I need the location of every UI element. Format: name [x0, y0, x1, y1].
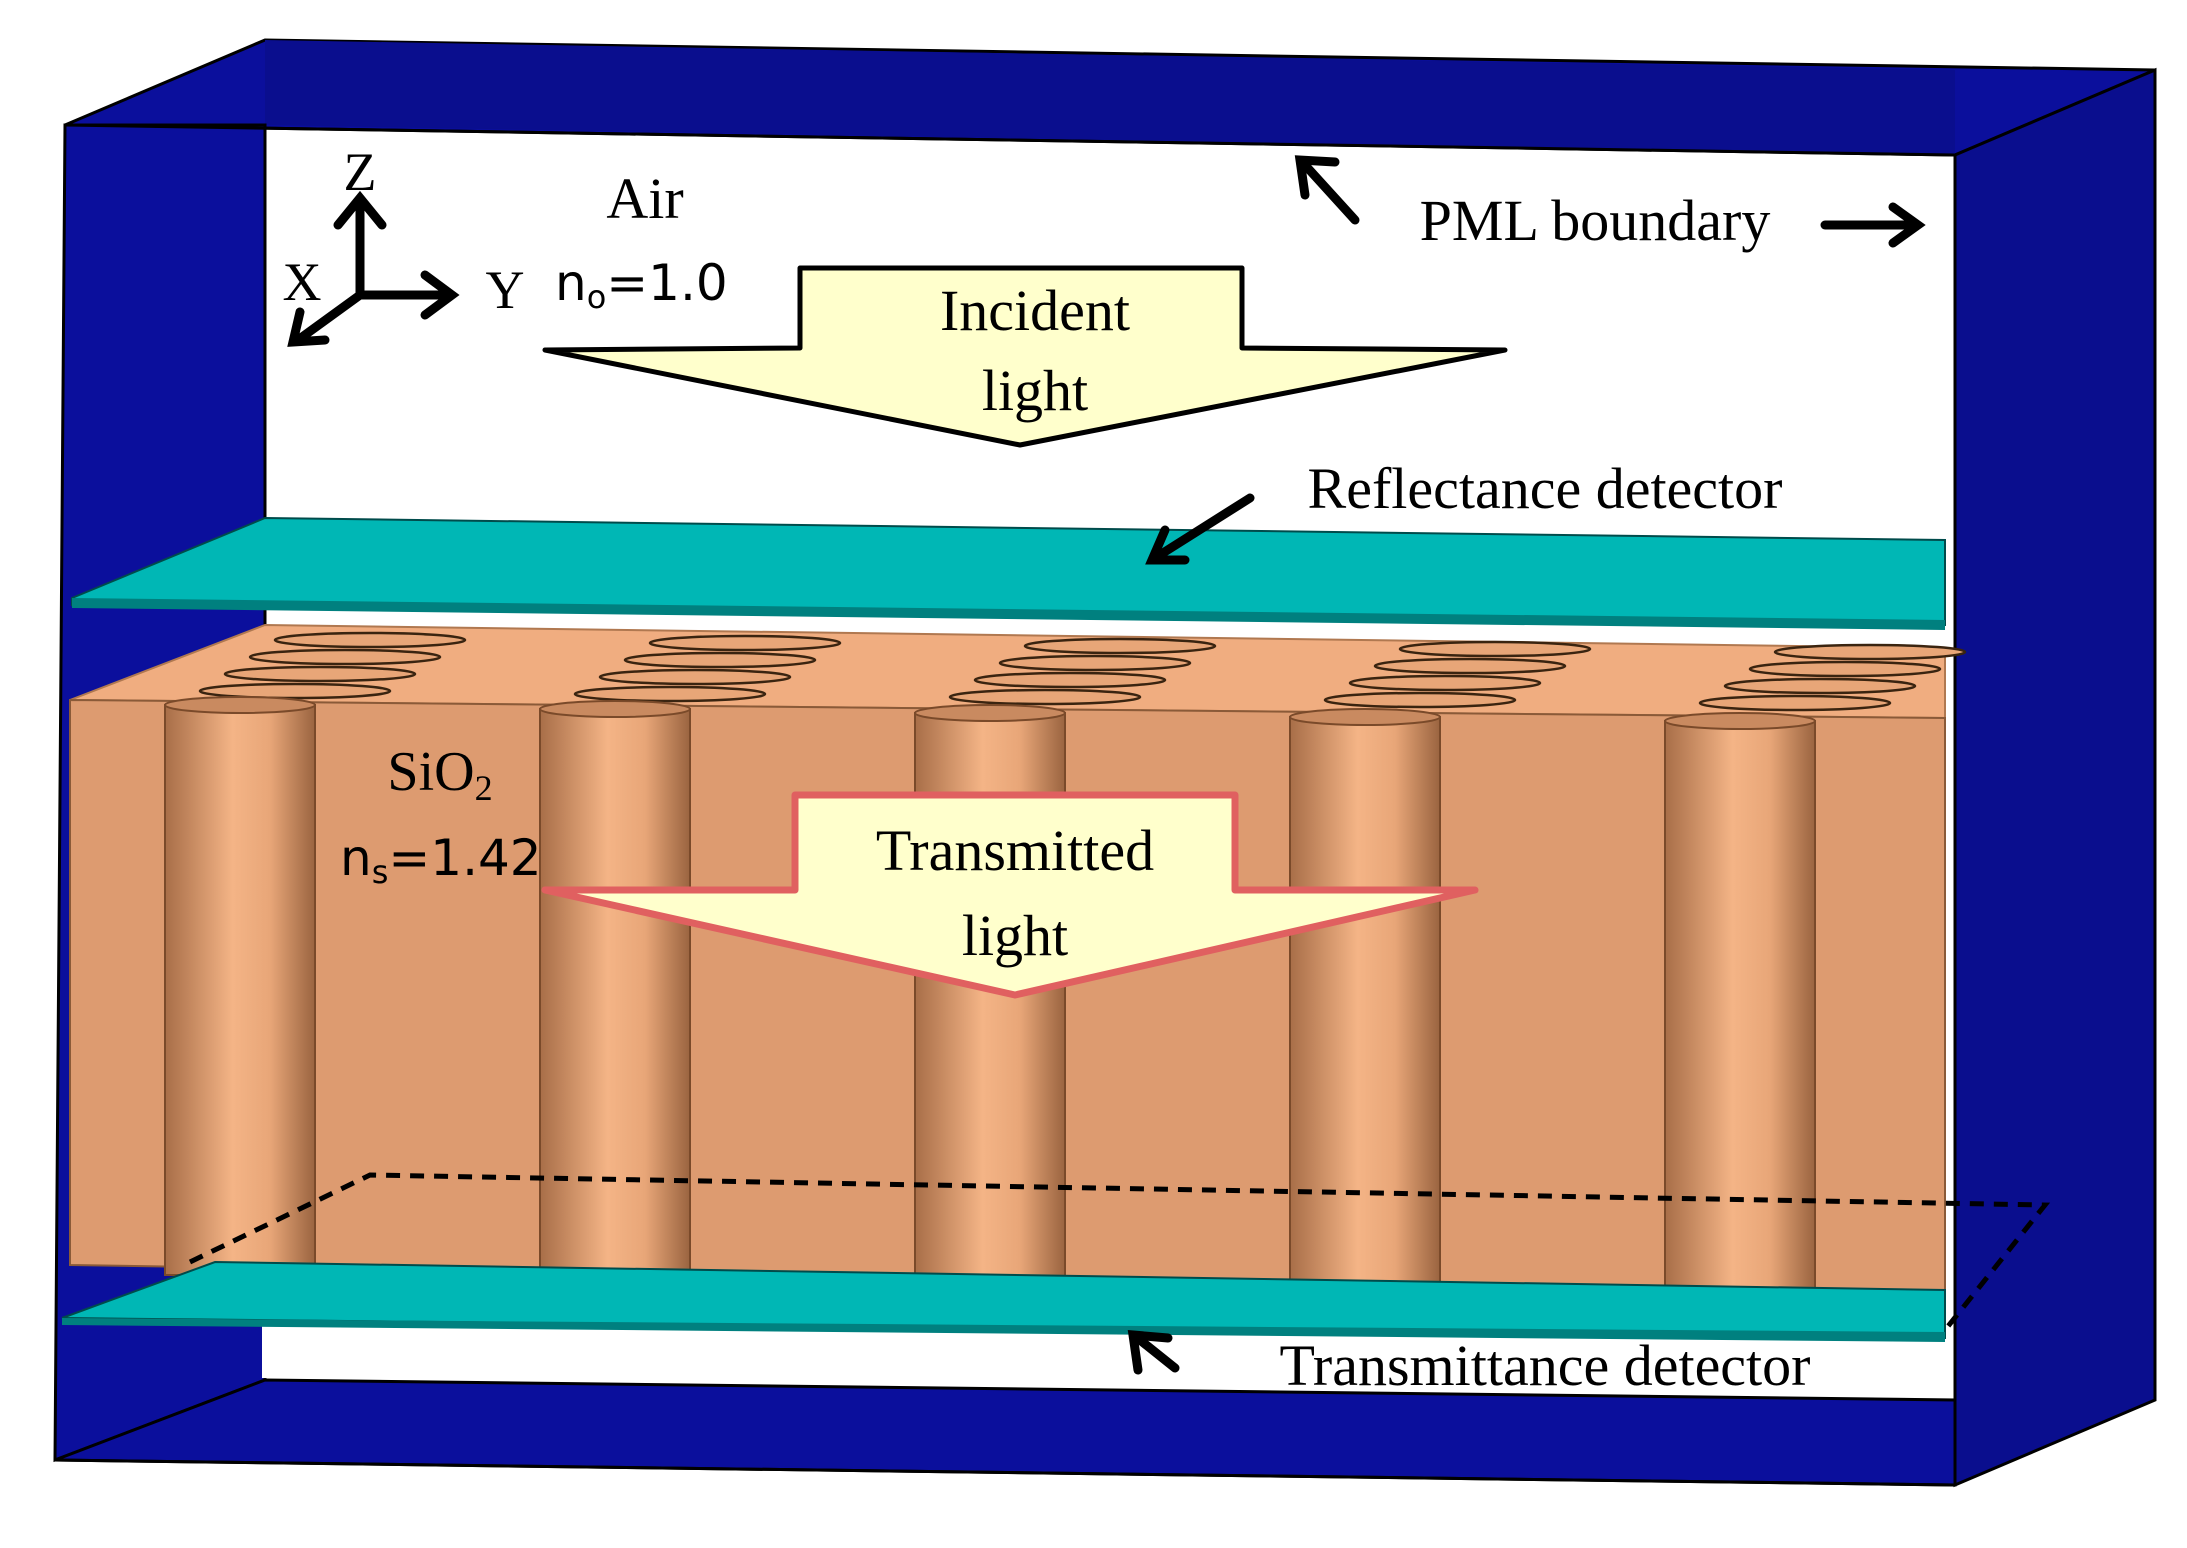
hole-opening [573, 685, 767, 703]
pore-cylinder [164, 704, 316, 1276]
pore-cylinder [1289, 716, 1441, 1288]
incident-light-arrow[interactable] [542, 265, 1508, 448]
hole-opening [1748, 660, 1942, 678]
reflectance-arrow [1145, 493, 1255, 565]
pore-cylinder-top [1289, 708, 1441, 726]
hole-opening [598, 668, 792, 686]
pml-boundary-label: PML boundary [1420, 188, 1771, 253]
hole-opening [1023, 637, 1217, 655]
pore-cylinder-top [914, 704, 1066, 722]
hole-opening [623, 651, 817, 669]
dashed-plane-outline [188, 1172, 2051, 1332]
hole-opening [1398, 640, 1592, 658]
hole-opening [273, 631, 467, 649]
hole-opening [648, 634, 842, 652]
hole-opening [248, 648, 442, 666]
substrate-index-label: ns=1.42 [340, 829, 542, 891]
pml-top-inner [265, 40, 1955, 155]
pore-cylinder [539, 708, 691, 1280]
substrate-name-label: SiO2 [387, 741, 492, 808]
hole-opening [973, 671, 1167, 689]
hole-opening [1348, 674, 1542, 692]
transmitted-light-label-2: light [962, 903, 1068, 968]
air-index-label: no=1.0 [555, 254, 728, 316]
hole-opening [1373, 657, 1567, 675]
hole-opening [1698, 694, 1892, 712]
hole-opening [1723, 677, 1917, 695]
pore-cylinder-top [1664, 712, 1816, 730]
axis-x-label: X [283, 252, 322, 312]
pml-arrows [1294, 155, 1926, 248]
incident-light-label-1: Incident [940, 278, 1130, 343]
sio2-substrate [69, 623, 1967, 1297]
pml-right-face [1953, 67, 2157, 1488]
coordinate-axes [287, 190, 460, 347]
transmittance-arrow [1127, 1330, 1180, 1375]
hole-opening [223, 665, 417, 683]
reflectance-detector-label: Reflectance detector [1308, 456, 1783, 521]
air-label: Air [606, 166, 683, 231]
hole-opening [198, 682, 392, 700]
transmitted-light-label-1: Transmitted [876, 818, 1154, 883]
transmittance-detector-label: Transmittance detector [1280, 1333, 1811, 1398]
pore-cylinder-top [539, 700, 691, 718]
pore-cylinder [1664, 720, 1816, 1292]
hole-opening [1773, 643, 1967, 661]
axis-z-label: Z [344, 142, 377, 202]
transmitted-light-arrow[interactable] [541, 791, 1479, 999]
hole-opening [948, 688, 1142, 706]
hole-opening [1323, 691, 1517, 709]
hole-openings [198, 631, 1967, 712]
pore-cylinder-top [164, 696, 316, 714]
incident-light-label-2: light [982, 358, 1088, 423]
hole-opening [998, 654, 1192, 672]
bottom-air-gap [262, 1325, 1940, 1395]
axis-y-label: Y [486, 260, 525, 320]
